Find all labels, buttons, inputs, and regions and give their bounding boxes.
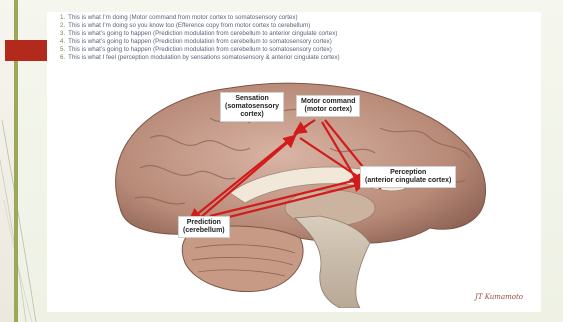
brain-illustration [60, 58, 530, 308]
callout-prediction: Prediction (cerebellum) [178, 216, 230, 238]
callout-sensation: Sensation (somatosensory cortex) [220, 92, 284, 122]
bullet-item: 1.This is what I’m doing (Motor command … [60, 14, 530, 22]
slide-red-accent [5, 40, 47, 61]
bullet-list: 1.This is what I’m doing (Motor command … [60, 14, 530, 63]
bullet-item: 2.This is what I’m doing so you know too… [60, 22, 530, 30]
callout-motor-command: Motor command (motor cortex) [296, 95, 360, 117]
author-signature: JT Kumamoto [475, 293, 523, 301]
bullet-item: 3.This is what’s going to happen (Predic… [60, 30, 530, 38]
callout-perception: Perception (anterior cingulate cortex) [360, 166, 456, 188]
bullet-item: 5.This is what’s going to happen (Predic… [60, 46, 530, 54]
bullet-item: 4.This is what’s going to happen (Predic… [60, 38, 530, 46]
